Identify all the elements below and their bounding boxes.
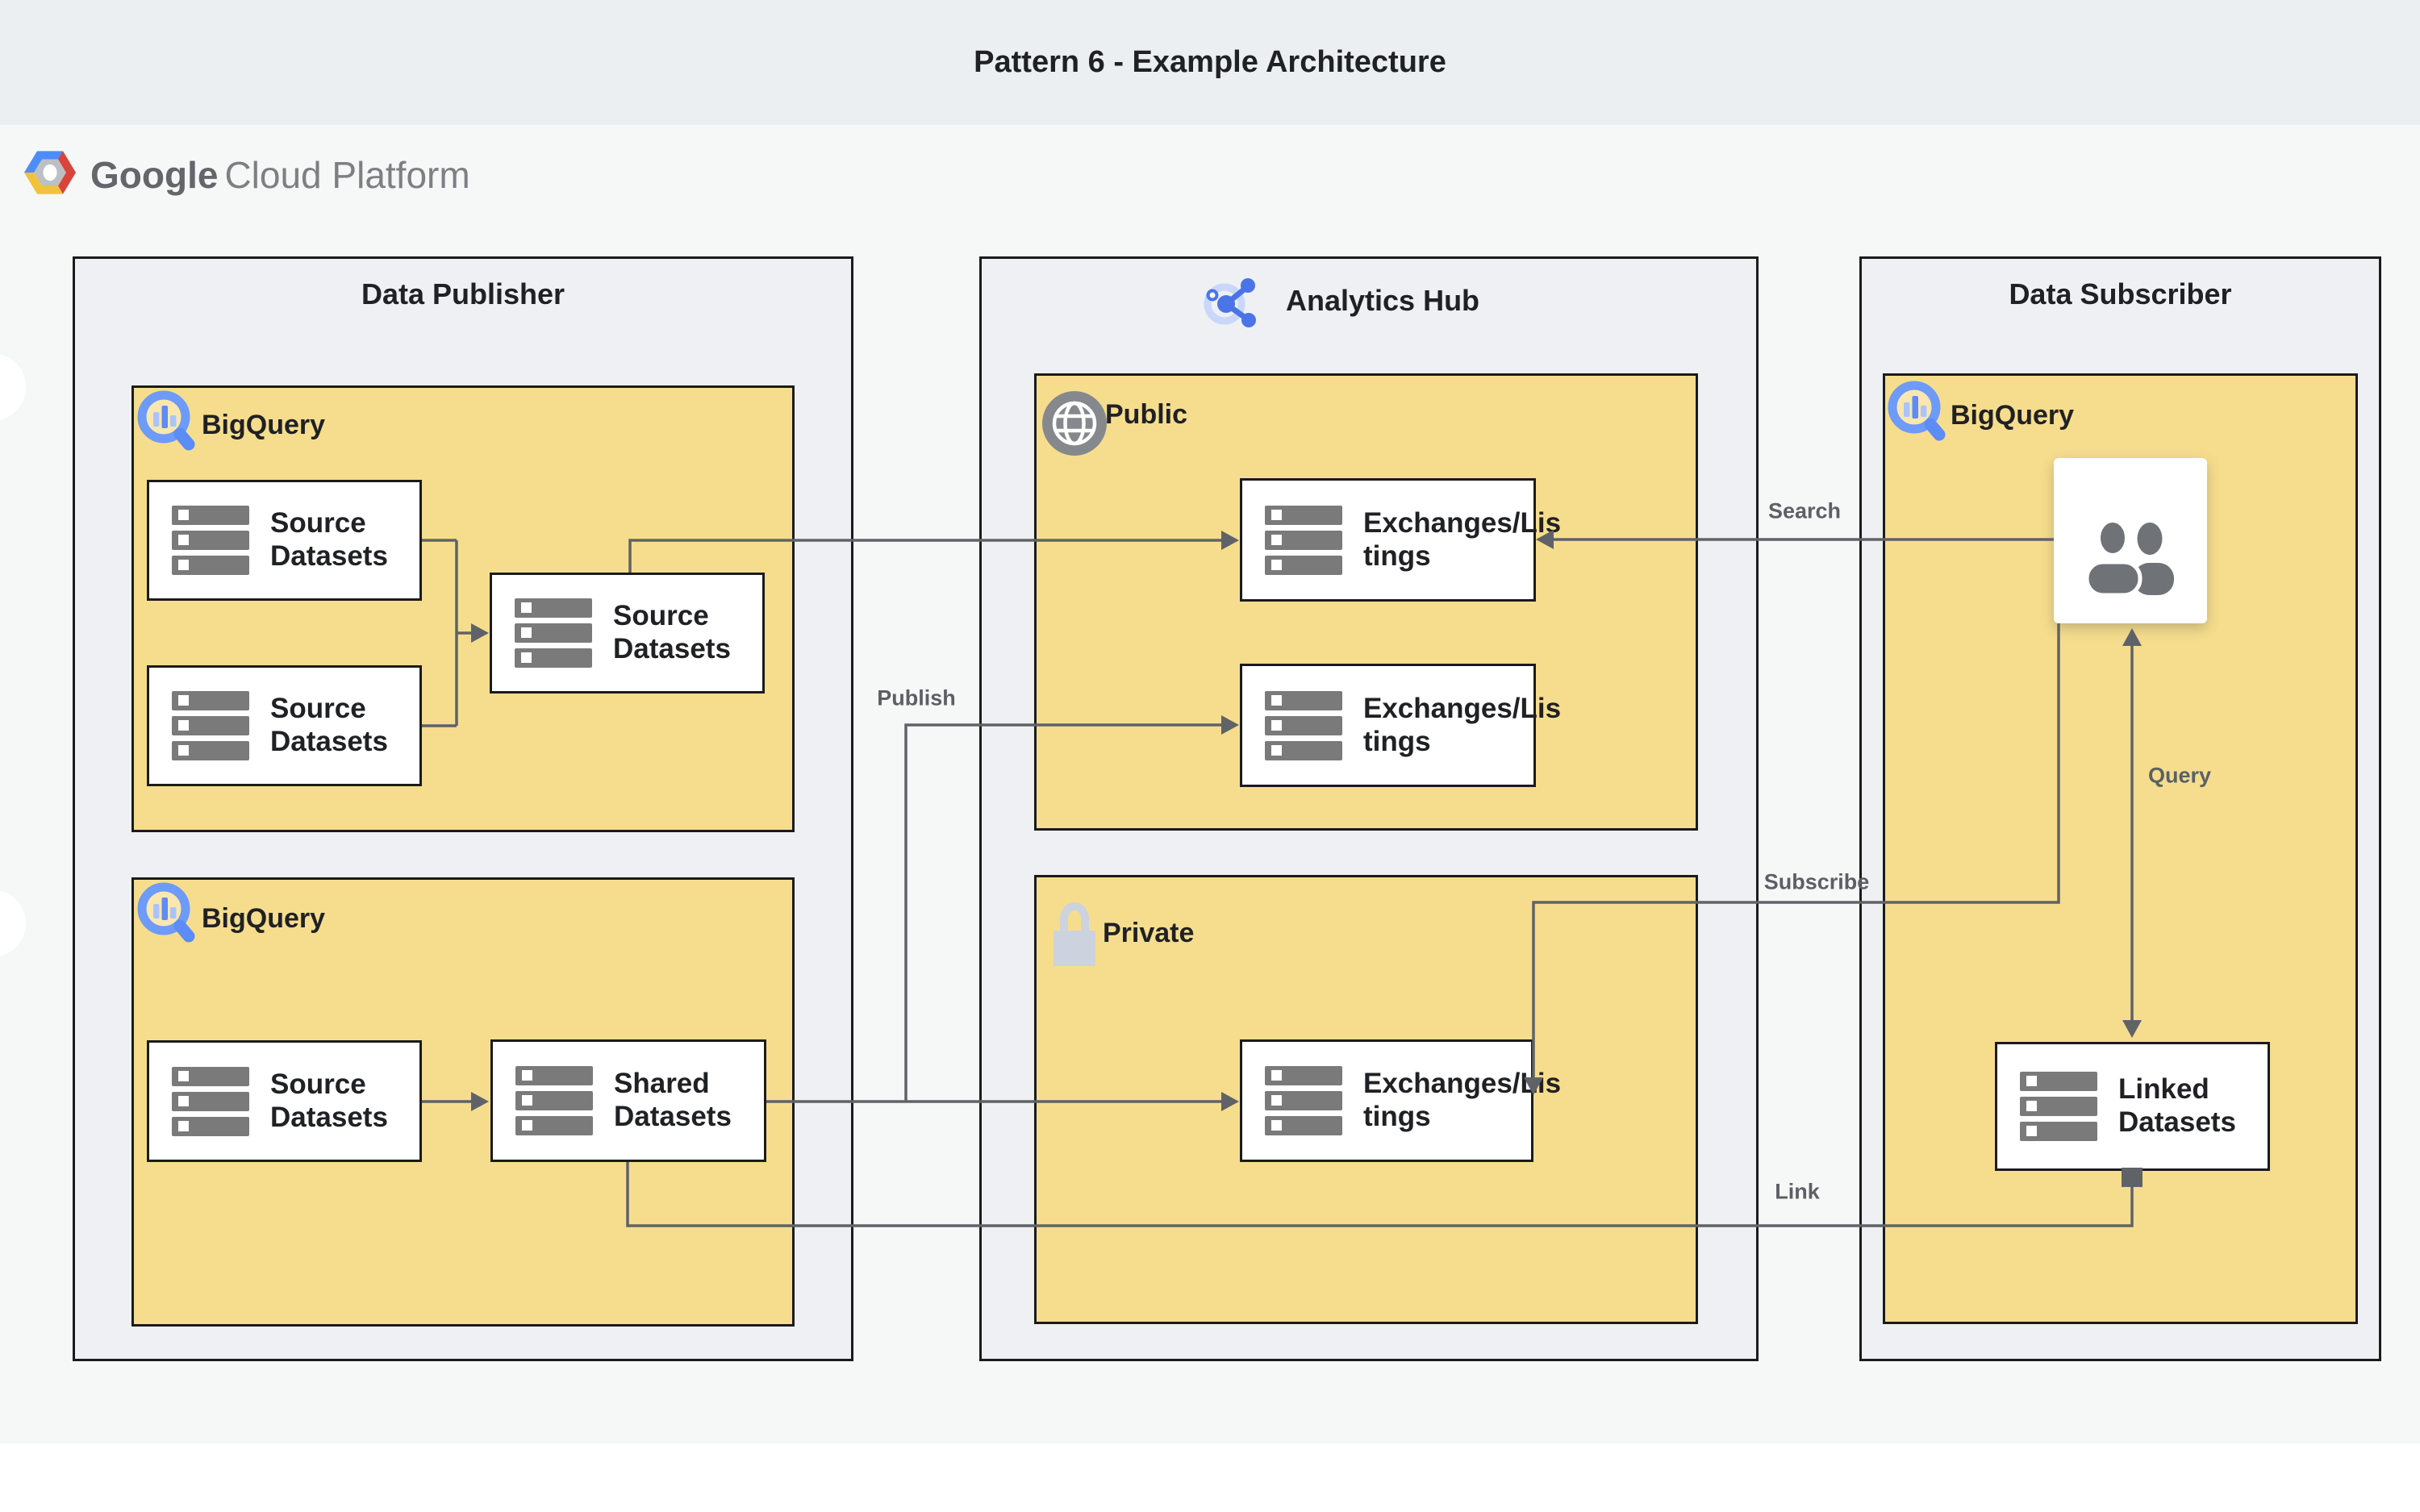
bottom-strip xyxy=(0,1443,2420,1512)
dataset-icon xyxy=(515,598,592,668)
decorative-circle xyxy=(0,353,26,421)
subscribe-label: Subscribe xyxy=(1763,869,1870,894)
gcp-hexagon-icon xyxy=(24,150,76,199)
decorative-circle xyxy=(0,889,26,957)
dataset-icon xyxy=(1265,690,1342,760)
bigquery-icon xyxy=(137,881,197,957)
node-exchanges-listings-public-2: Exchanges/Lis tings xyxy=(1240,664,1561,787)
public-label: Public xyxy=(1105,399,1188,430)
analytics-hub-icon xyxy=(1202,274,1263,333)
gcp-suffix: Cloud Platform xyxy=(224,153,470,196)
title-bar xyxy=(0,0,2420,125)
publisher-bq-top-label: BigQuery xyxy=(202,410,326,440)
users-icon xyxy=(2082,518,2179,606)
lock-icon xyxy=(1054,897,1095,970)
node-source-datasets-3: Source Datasets xyxy=(490,573,765,694)
dataset-icon xyxy=(172,1066,249,1136)
hub-title: Analytics Hub xyxy=(1286,284,1480,317)
dataset-icon xyxy=(2020,1072,2097,1141)
node-shared-datasets: Shared Datasets xyxy=(490,1039,766,1162)
node-source-datasets-2: Source Datasets xyxy=(147,665,422,786)
dataset-icon xyxy=(1265,1066,1342,1135)
bigquery-icon xyxy=(137,389,197,465)
dataset-icon xyxy=(515,1066,593,1135)
private-label: Private xyxy=(1103,918,1195,948)
node-source-datasets-4: Source Datasets xyxy=(147,1040,422,1162)
globe-icon xyxy=(1042,391,1107,460)
link-label: Link xyxy=(1775,1179,1820,1204)
page-title: Pattern 6 - Example Architecture xyxy=(974,45,1446,79)
gcp-brand: Google xyxy=(90,153,219,196)
node-exchanges-listings-private: Exchanges/Lis tings xyxy=(1240,1039,1561,1162)
publisher-bq-bottom-label: BigQuery xyxy=(202,903,326,934)
search-label: Search xyxy=(1767,498,1842,523)
bigquery-icon xyxy=(1888,379,1947,456)
node-linked-datasets: Linked Datasets xyxy=(1995,1042,2270,1171)
dataset-icon xyxy=(172,506,249,575)
node-source-datasets-1: Source Datasets xyxy=(147,480,422,601)
dataset-icon xyxy=(172,691,249,760)
dataset-icon xyxy=(1265,505,1342,575)
subscriber-bq-label: BigQuery xyxy=(1951,400,2075,431)
publisher-title: Data Publisher xyxy=(361,277,565,310)
subscriber-users-card xyxy=(2054,458,2207,623)
subscriber-title: Data Subscriber xyxy=(2009,277,2232,310)
publish-label: Publish xyxy=(877,685,956,710)
node-exchanges-listings-public-1: Exchanges/Lis tings xyxy=(1240,478,1561,602)
query-label: Query xyxy=(2147,763,2212,788)
